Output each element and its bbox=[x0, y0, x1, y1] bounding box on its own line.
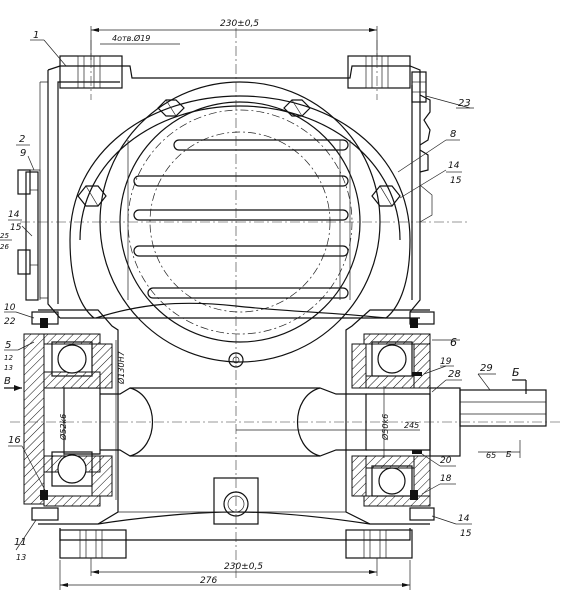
callout-2-den: 9 bbox=[20, 148, 26, 159]
callout-5-num: 5 bbox=[5, 340, 11, 351]
callout-16-num: 16 bbox=[8, 435, 21, 446]
right-bearing-housing bbox=[351, 333, 431, 507]
callout-10-den: 22 bbox=[4, 317, 16, 327]
cooling-fins bbox=[127, 139, 351, 300]
callout-5: 5 12 13 bbox=[4, 340, 35, 372]
section-left-letter: В bbox=[4, 376, 11, 387]
center-lines bbox=[10, 28, 560, 580]
cover-bolt-top-left bbox=[157, 99, 185, 117]
dim-bottom-width-text: 230±0,5 bbox=[224, 562, 263, 572]
callout-11-den: 13 bbox=[16, 553, 26, 562]
dimension-dia-bearing-right: Ø50k6 bbox=[380, 386, 390, 458]
callout-14b-num: 14 bbox=[448, 161, 460, 171]
callout-19-num: 19 bbox=[440, 357, 452, 367]
section-marker-left: В bbox=[4, 376, 22, 391]
dim-overall-width-text: 276 bbox=[200, 576, 217, 586]
left-bearing-bottom bbox=[51, 451, 93, 487]
callout-2-num: 2 bbox=[19, 134, 25, 145]
cover-bolt-left bbox=[77, 185, 107, 207]
callout-28: 28 bbox=[431, 369, 462, 393]
callout-14a-num: 14 bbox=[8, 210, 20, 220]
callout-5-den: 12 bbox=[4, 354, 13, 362]
bottom-right-bolt-pad bbox=[345, 529, 413, 559]
dimension-bottom-width: 230±0,5 bbox=[90, 558, 378, 576]
dimension-shaft-length: 245 bbox=[236, 421, 420, 431]
callout-29: 29 bbox=[477, 363, 496, 391]
dimension-dia-bore: Ø130H7 bbox=[115, 340, 126, 500]
callout-23-num: 23 bbox=[458, 98, 471, 109]
callout-14b: 14 15 bbox=[399, 161, 462, 199]
callout-2: 2 9 bbox=[16, 134, 35, 171]
dim-shaft-end-text: 65 bbox=[486, 451, 496, 460]
callout-29-num: 29 bbox=[480, 363, 493, 374]
callout-11: 11 13 bbox=[14, 519, 37, 562]
left-side-cover bbox=[17, 169, 39, 301]
callout-23: 23 bbox=[425, 95, 474, 109]
callout-11-num: 11 bbox=[14, 537, 27, 548]
top-right-bolt-pad bbox=[347, 55, 411, 89]
callout-25: 25 26 bbox=[0, 232, 12, 251]
seals-and-bolts bbox=[31, 311, 435, 521]
section-small-letter: Б bbox=[506, 450, 512, 459]
callout-10: 10 22 bbox=[4, 303, 35, 327]
callout-14c-num: 14 bbox=[458, 514, 470, 524]
callout-25-den: 26 bbox=[0, 243, 9, 251]
callout-6-num: 6 bbox=[450, 336, 457, 349]
callout-19: 19 bbox=[423, 357, 454, 375]
dim-shaft-length-text: 245 bbox=[404, 421, 419, 430]
callout-6: 6 bbox=[432, 336, 460, 349]
cover-bolt-right bbox=[371, 185, 401, 207]
dimension-dia-bearing-left: Ø52k6 bbox=[58, 386, 68, 458]
callout-8: 8 bbox=[397, 129, 460, 173]
callout-14b-den: 15 bbox=[450, 176, 462, 186]
section-right-letter: Б bbox=[512, 366, 520, 379]
callout-25-num: 25 bbox=[0, 232, 9, 240]
callout-10-num: 10 bbox=[4, 303, 16, 313]
callout-18: 18 bbox=[421, 474, 456, 495]
left-bearing-top bbox=[51, 341, 93, 377]
dimension-overall-width: 276 bbox=[59, 560, 411, 590]
right-bearing-top bbox=[371, 341, 413, 377]
callout-8-num: 8 bbox=[450, 129, 456, 140]
callout-20: 20 bbox=[421, 453, 456, 467]
dim-holes-text: 4отв.Ø19 bbox=[112, 33, 150, 43]
callout-5b-den: 13 bbox=[4, 364, 13, 372]
dimension-top-width: 230±0,5 bbox=[90, 19, 378, 60]
callout-20-num: 20 bbox=[440, 456, 452, 466]
dim-dia-right-text: Ø50k6 bbox=[380, 414, 390, 441]
section-marker-right: Б bbox=[512, 366, 527, 394]
callout-16: 16 bbox=[8, 435, 47, 493]
bottom-left-bolt-pad bbox=[59, 529, 127, 559]
callout-14c-den: 15 bbox=[460, 529, 472, 539]
dim-dia-left-text: Ø52k6 bbox=[58, 414, 68, 441]
dim-top-width-text: 230±0,5 bbox=[220, 19, 259, 29]
cover-bolt-top-right bbox=[283, 99, 311, 117]
callout-14c: 14 15 bbox=[431, 514, 472, 539]
callout-18-num: 18 bbox=[440, 474, 452, 484]
dim-dia-bore-text: Ø130H7 bbox=[116, 350, 126, 385]
callout-1-num: 1 bbox=[33, 30, 39, 41]
bolt-23 bbox=[411, 71, 427, 103]
callout-1: 1 bbox=[30, 30, 67, 67]
dimension-holes: 4отв.Ø19 bbox=[100, 33, 180, 45]
right-bearing-bottom bbox=[371, 465, 413, 497]
callout-28-num: 28 bbox=[448, 369, 461, 380]
parting-line bbox=[95, 302, 387, 319]
dimension-shaft-end: 65 Б bbox=[478, 440, 521, 460]
callout-14a-den: 15 bbox=[10, 223, 22, 233]
callout-14a: 14 15 bbox=[8, 210, 33, 237]
